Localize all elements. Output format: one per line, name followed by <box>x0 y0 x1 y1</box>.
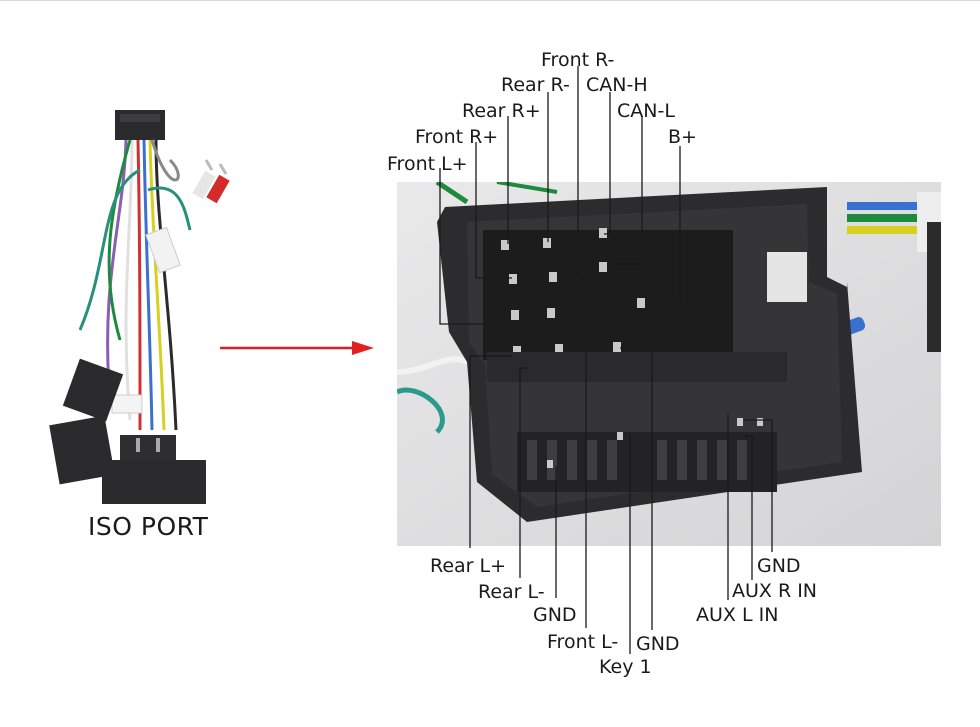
label-aux-l-in: AUX L IN <box>696 604 779 626</box>
label-key1: Key 1 <box>599 656 652 678</box>
label-front-l-plus: Front L+ <box>387 153 468 175</box>
label-front-l-minus: Front L- <box>547 631 619 653</box>
label-aux-r-in: AUX R IN <box>732 580 818 602</box>
label-front-r-minus: Front R- <box>541 49 615 71</box>
top-divider <box>0 0 980 1</box>
label-front-r-plus: Front R+ <box>415 126 499 148</box>
label-rear-l-plus: Rear L+ <box>430 555 507 577</box>
connector-photo <box>397 182 941 546</box>
iso-harness-image <box>49 110 230 504</box>
label-gnd-left: GND <box>533 604 577 626</box>
arrow-right-icon <box>220 341 374 355</box>
iso-port-label: ISO PORT <box>88 512 209 541</box>
label-can-h: CAN-H <box>586 74 648 96</box>
label-gnd-center: GND <box>636 633 680 655</box>
label-can-l: CAN-L <box>617 100 675 122</box>
label-rear-r-plus: Rear R+ <box>462 100 541 122</box>
label-b-plus: B+ <box>668 126 697 148</box>
label-rear-l-minus: Rear L- <box>478 581 545 603</box>
label-gnd-aux: GND <box>757 555 801 577</box>
label-rear-r-minus: Rear R- <box>501 74 570 96</box>
